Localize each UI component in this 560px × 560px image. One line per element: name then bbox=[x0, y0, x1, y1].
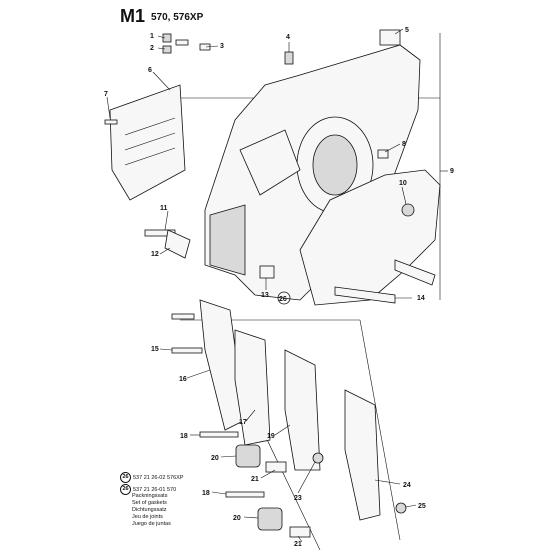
callout-18: 18 bbox=[180, 433, 188, 440]
callout-26-circle bbox=[277, 291, 291, 305]
crankcase-gasket bbox=[299, 169, 441, 306]
callout-9: 9 bbox=[450, 168, 454, 175]
callout-8: 8 bbox=[402, 141, 406, 148]
kit-part-number: 537 21 26-01 570 bbox=[133, 486, 177, 493]
callout-21: 21 bbox=[251, 476, 259, 483]
callout-19: 19 bbox=[267, 433, 275, 440]
kit-part-number: 537 21 26-02 576XP bbox=[133, 474, 184, 481]
callout-2: 2 bbox=[150, 45, 154, 52]
callout-18-lower: 18 bbox=[202, 490, 210, 497]
callout-23: 23 bbox=[294, 495, 302, 502]
callout-3: 3 bbox=[220, 43, 224, 50]
diagram-code: M1 bbox=[120, 6, 146, 26]
callout-13: 13 bbox=[261, 292, 269, 299]
callout-11: 11 bbox=[160, 205, 168, 212]
callout-15: 15 bbox=[151, 346, 159, 353]
callout-24: 24 bbox=[403, 482, 411, 489]
callout-17: 17 bbox=[239, 419, 247, 426]
callout-4: 4 bbox=[286, 34, 290, 41]
kit-desc-3: Jeu de joints bbox=[132, 514, 163, 520]
callout-7: 7 bbox=[104, 91, 108, 98]
kit-desc-1: Set of gaskets bbox=[132, 500, 167, 506]
callout-25: 25 bbox=[418, 503, 426, 510]
callout-12: 12 bbox=[151, 251, 159, 258]
callout-6: 6 bbox=[148, 67, 152, 74]
callout-14: 14 bbox=[417, 295, 425, 302]
callout-20: 20 bbox=[211, 455, 219, 462]
callout-20-lower: 20 bbox=[233, 515, 241, 522]
callout-labels: 1 2 3 4 5 6 7 8 9 10 11 12 13 14 15 16 1… bbox=[104, 27, 454, 548]
callout-26: 26 bbox=[279, 296, 287, 303]
hardware-parts bbox=[104, 29, 436, 304]
callout-5: 5 bbox=[405, 27, 409, 34]
bolts-and-mounts bbox=[171, 313, 407, 538]
kit-desc-4: Juego de juntas bbox=[132, 521, 171, 527]
chain-guard-plate bbox=[109, 84, 186, 201]
model-numbers: 570, 576XP bbox=[151, 12, 204, 23]
heat-shields bbox=[199, 299, 381, 521]
leader-lines bbox=[106, 28, 448, 543]
callout-1: 1 bbox=[150, 33, 154, 40]
kit-badge: 26 bbox=[120, 472, 131, 483]
callout-10: 10 bbox=[399, 180, 407, 187]
kit-desc-2: Dichtungssatz bbox=[132, 507, 167, 513]
kit-badge: 26 bbox=[120, 484, 131, 495]
callout-21-lower: 21 bbox=[294, 541, 302, 548]
kit-desc-0: Packningssats bbox=[132, 493, 168, 499]
callout-16: 16 bbox=[179, 376, 187, 383]
